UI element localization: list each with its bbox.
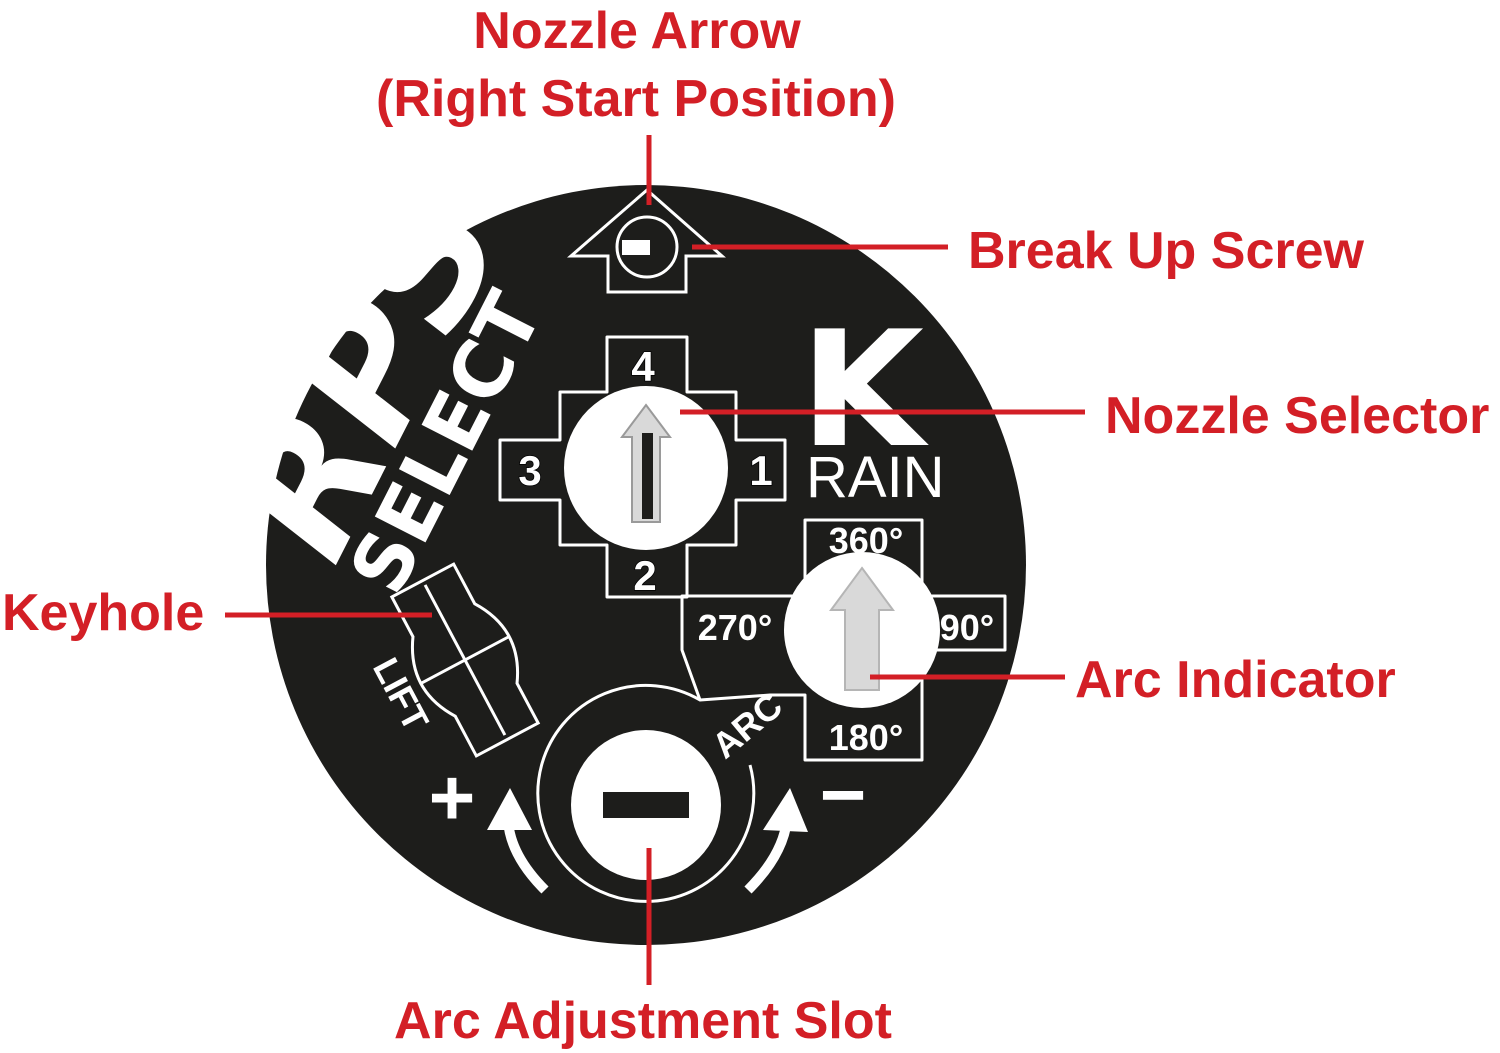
brand-k-text: K (800, 296, 929, 483)
arc-position-360: 360° (829, 520, 903, 561)
callout-arc-adjustment-slot: Arc Adjustment Slot (394, 992, 892, 1050)
nozzle-position-2: 2 (633, 552, 656, 599)
rotor-cap-disc (266, 185, 1026, 945)
arc-position-180: 180° (829, 717, 903, 758)
nozzle-selector: 4 1 2 3 (498, 335, 787, 600)
nozzle-position-4: 4 (631, 343, 655, 390)
brand-rain-text: RAIN (806, 445, 945, 510)
increase-arrow-icon (487, 788, 549, 894)
callout-nozzle-arrow-line1: Nozzle Arrow (473, 2, 801, 60)
callout-keyhole: Keyhole (2, 584, 204, 642)
break-up-screw-icon (615, 215, 679, 279)
keyhole-icon (389, 562, 541, 758)
nozzle-position-1: 1 (749, 447, 772, 494)
callout-leaders (225, 135, 1085, 985)
selector-arrow-icon (620, 403, 672, 523)
decrease-symbol: − (820, 750, 867, 839)
callout-arc-indicator: Arc Indicator (1075, 651, 1396, 709)
arc-indicator: 360° 90° 180° 270° (680, 518, 1007, 762)
arc-position-90: 90° (940, 607, 994, 648)
callout-nozzle-selector: Nozzle Selector (1105, 387, 1489, 445)
k-rain-logo: K RAIN (800, 296, 945, 510)
slot-screw-icon (603, 792, 689, 818)
arc-arrow-icon (829, 566, 895, 691)
callout-nozzle-arrow-line2: (Right Start Position) (376, 70, 896, 128)
decrease-arrow-icon (744, 788, 808, 894)
arc-position-270: 270° (698, 607, 772, 648)
nozzle-position-3: 3 (518, 447, 541, 494)
callout-break-up-screw: Break Up Screw (968, 222, 1365, 280)
increase-symbol: + (429, 753, 476, 842)
